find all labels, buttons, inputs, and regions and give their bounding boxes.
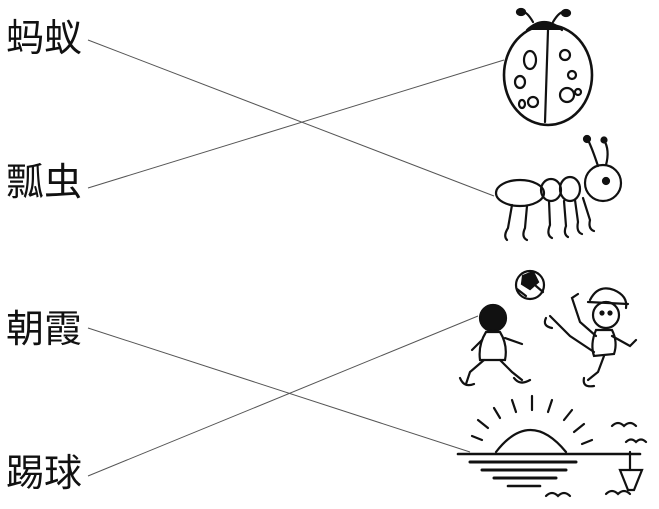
match-line-ladybug-to-ladybug [87,59,505,189]
sunrise-over-water-icon [456,394,648,498]
word-ladybug: 瓢虫 [6,160,83,204]
kids-playing-soccer-icon [458,269,638,388]
ant-icon [494,134,623,242]
match-line-ant-to-ant [87,39,495,197]
match-line-soccer-to-soccer [87,315,479,477]
word-ant: 蚂蚁 [6,16,83,60]
ladybug-icon [502,7,594,127]
word-sunrise: 朝霞 [6,307,83,351]
match-lines [87,39,505,477]
word-soccer: 踢球 [6,451,83,495]
match-line-sunrise-to-sunrise [87,327,471,453]
